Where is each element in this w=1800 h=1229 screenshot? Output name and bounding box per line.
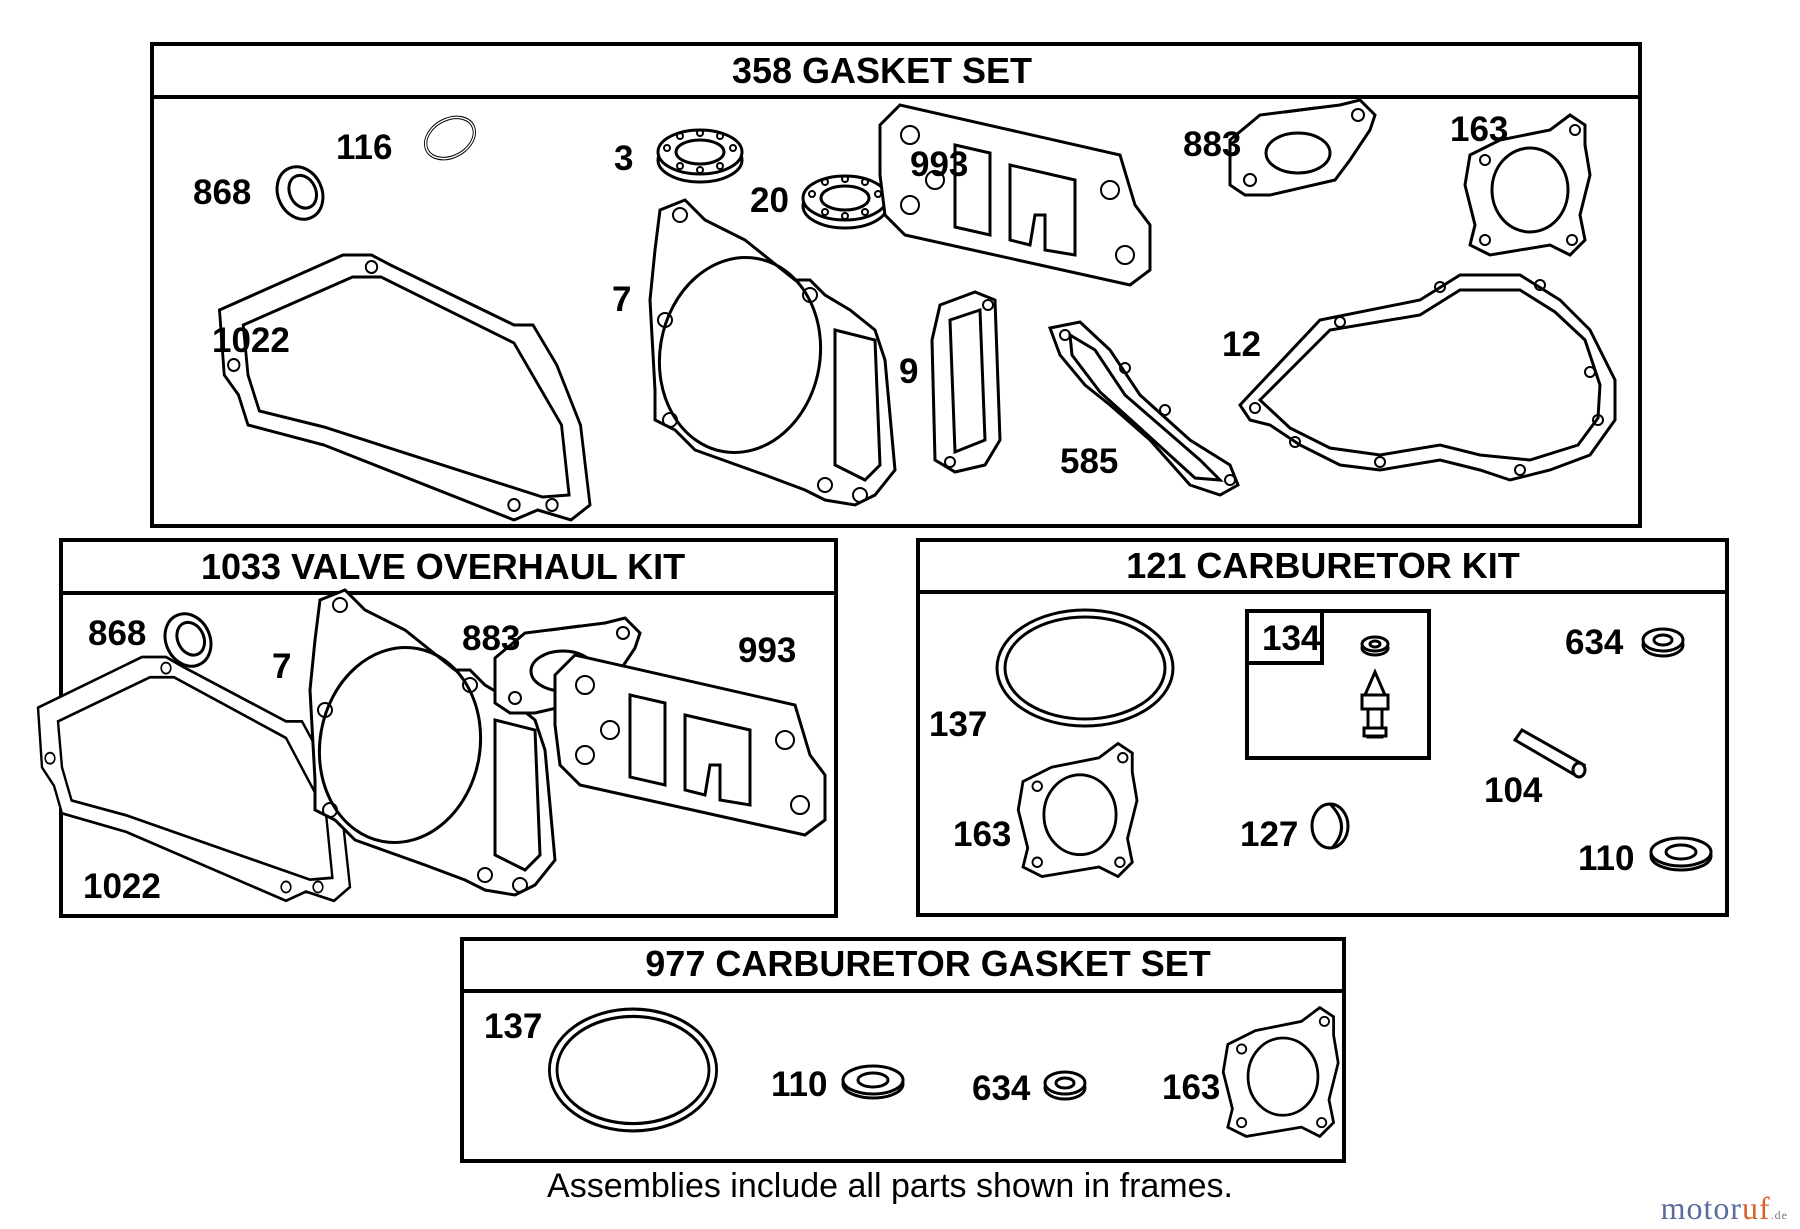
part-137-oring (995, 608, 1175, 728)
label-9: 9 (899, 352, 918, 391)
part-634-washer (1641, 627, 1685, 658)
part-127-plug (1310, 802, 1350, 850)
label-20: 20 (750, 181, 789, 220)
label-993: 993 (738, 631, 796, 670)
part-883-flange (1228, 98, 1377, 197)
frame-title: 358 GASKET SET (732, 50, 1032, 91)
part-163-gasket (1016, 742, 1139, 878)
watermark-part3: .de (1770, 1208, 1788, 1222)
label-116: 116 (336, 128, 392, 167)
label-883: 883 (462, 619, 520, 658)
box-134-needle-seat (1245, 609, 1431, 760)
site-watermark: motoruf.de (1661, 1190, 1788, 1227)
part-1022-gasket (217, 253, 592, 522)
label-163: 163 (953, 815, 1011, 854)
part-12-crankcase-gasket (1238, 273, 1617, 482)
part-1022-gasket (36, 655, 352, 903)
label-12: 12 (1222, 325, 1261, 364)
label-110: 110 (1578, 839, 1634, 878)
label-134: 134 (1262, 619, 1321, 658)
label-127: 127 (1240, 815, 1298, 854)
part-110-washer (1649, 836, 1713, 872)
watermark-part1: motor (1660, 1190, 1743, 1226)
part-868-oil-seal (267, 157, 333, 229)
frame-title: 1033 VALVE OVERHAUL KIT (201, 546, 685, 587)
label-634: 634 (972, 1069, 1031, 1108)
frame-1033-valve-overhaul-kit: 1033 VALVE OVERHAUL KIT 868 7 883 993 10… (36, 538, 838, 918)
part-104-pin (1512, 728, 1587, 779)
watermark-part2: uf (1742, 1190, 1771, 1226)
frame-358-gasket-set: 358 GASKET SET (150, 42, 1642, 528)
part-110-washer (841, 1064, 905, 1100)
part-585-gasket (1047, 320, 1240, 497)
label-163: 163 (1450, 110, 1508, 149)
part-116-oring (418, 107, 482, 169)
part-137-oring (547, 1007, 719, 1133)
label-110: 110 (771, 1065, 827, 1104)
label-868: 868 (88, 614, 146, 653)
frame-title: 121 CARBURETOR KIT (1126, 545, 1519, 586)
frame-121-carburetor-kit: 121 CARBURETOR KIT 134 634 137 104 16 (916, 538, 1729, 917)
part-20-seal (801, 174, 889, 230)
part-163-gasket (1221, 1006, 1340, 1138)
part-9-gasket (930, 290, 1002, 474)
label-7: 7 (272, 647, 291, 686)
label-993: 993 (910, 145, 968, 184)
label-163: 163 (1162, 1068, 1220, 1107)
part-993-plate (553, 653, 827, 837)
frame-title: 977 CARBURETOR GASKET SET (645, 943, 1210, 984)
label-634: 634 (1565, 623, 1624, 662)
label-585: 585 (1060, 442, 1118, 481)
label-868: 868 (193, 173, 251, 212)
label-7: 7 (612, 280, 631, 319)
label-1022: 1022 (212, 321, 290, 360)
footer-note: Assemblies include all parts shown in fr… (547, 1167, 1233, 1205)
part-7-head-gasket (642, 198, 897, 507)
part-3-seal (656, 128, 744, 184)
part-634-washer (1043, 1070, 1087, 1101)
label-3: 3 (614, 139, 633, 178)
label-104: 104 (1484, 771, 1543, 810)
label-137: 137 (484, 1007, 542, 1046)
part-993-plate (878, 103, 1152, 287)
label-137: 137 (929, 705, 987, 744)
label-1022: 1022 (83, 867, 161, 906)
frame-977-carburetor-gasket-set: 977 CARBURETOR GASKET SET 137 110 634 16… (460, 937, 1346, 1163)
label-883: 883 (1183, 125, 1241, 164)
